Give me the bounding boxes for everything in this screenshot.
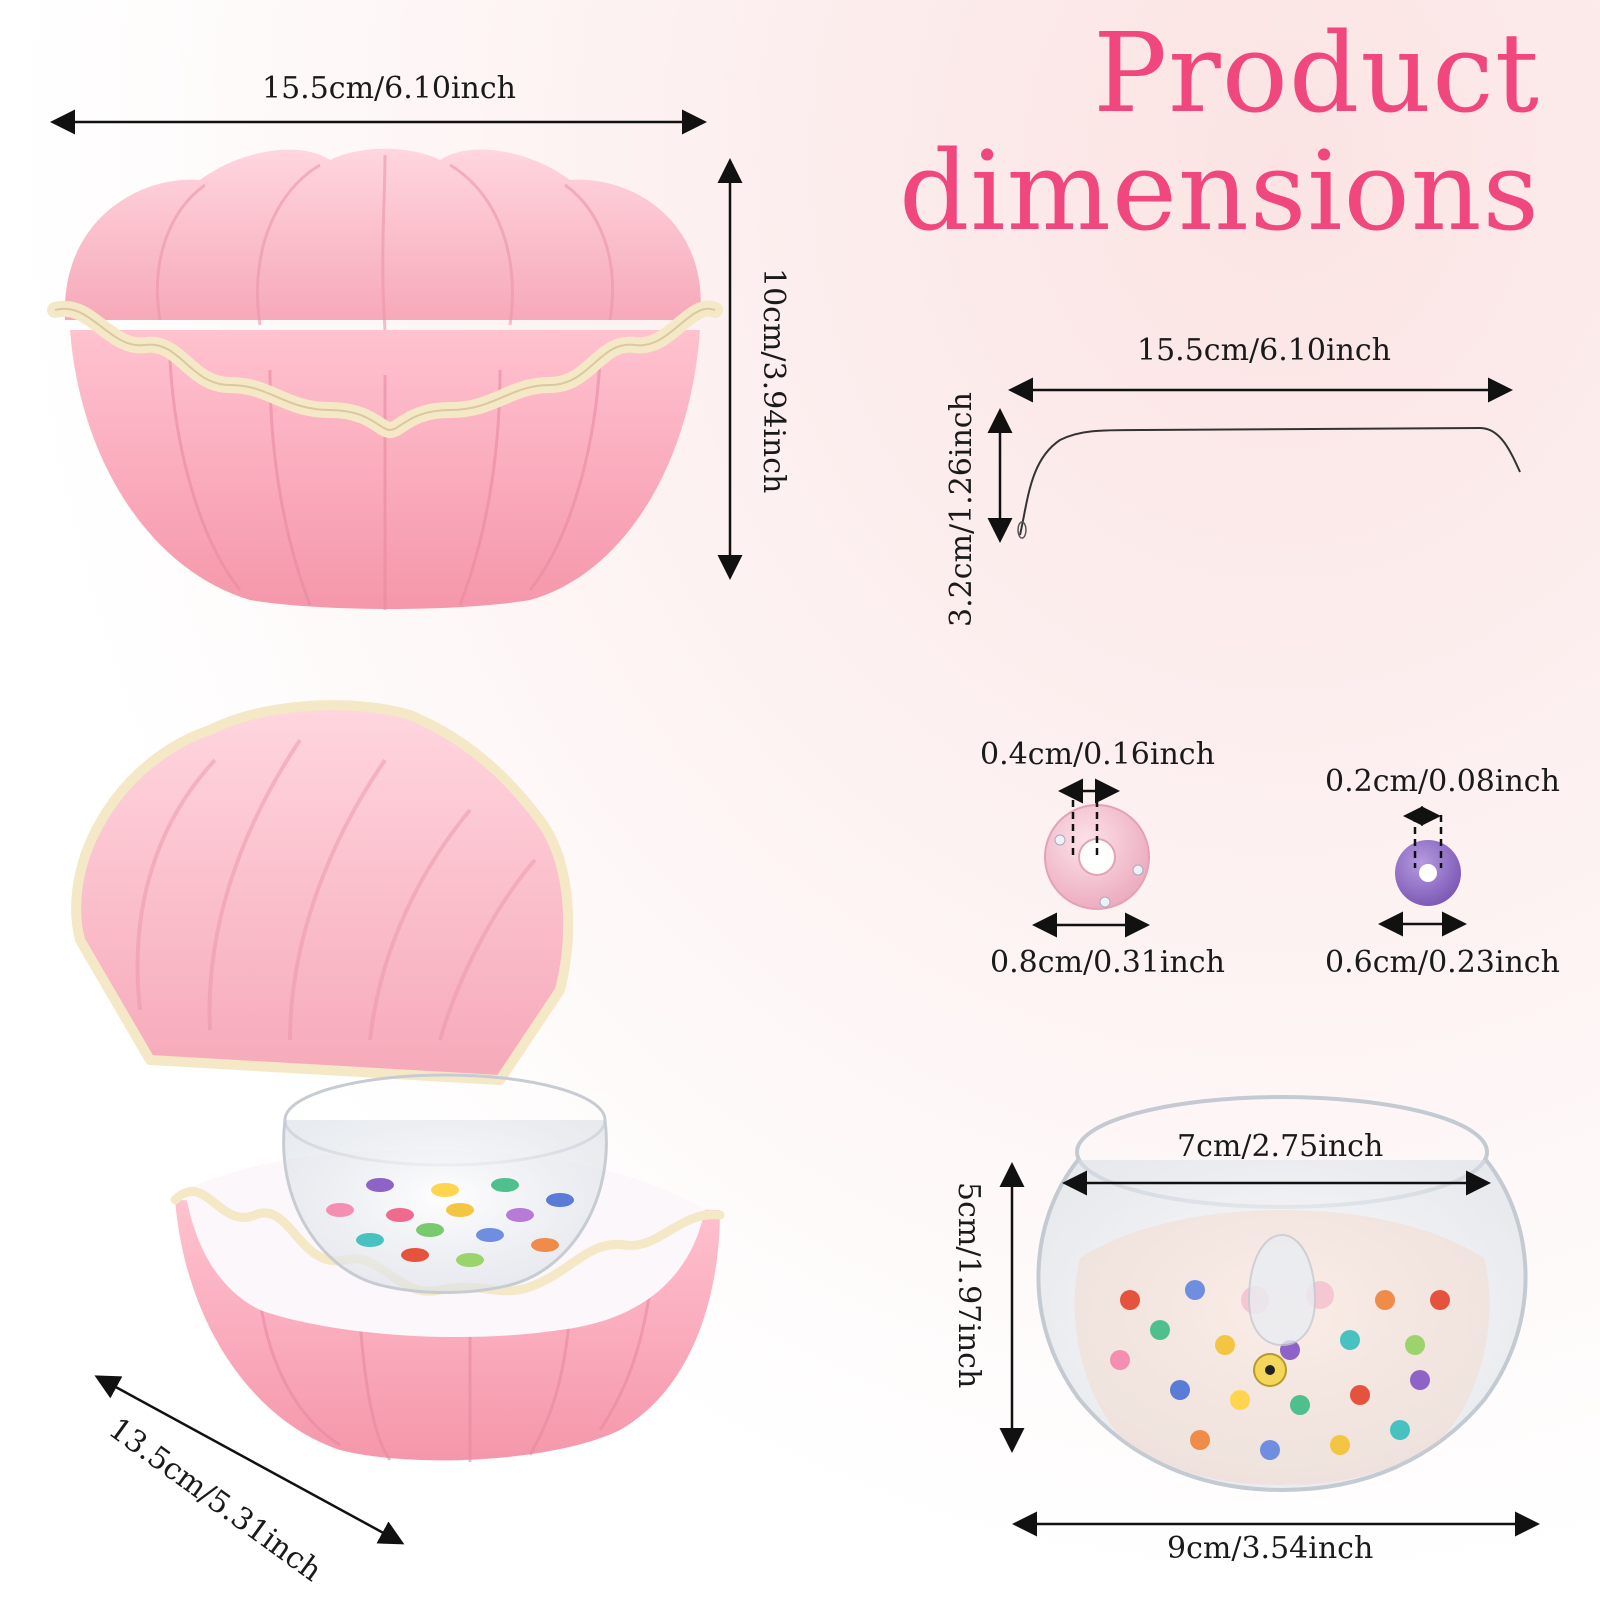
open-depth-arrow xyxy=(94,1375,405,1545)
open-shell-lid xyxy=(71,700,574,1085)
bead-large xyxy=(1044,804,1150,910)
bead-large-hole-label: 0.4cm/0.16inch xyxy=(980,737,1215,772)
bead-bowl-beads xyxy=(1110,1233,1450,1460)
wire-loop xyxy=(1017,521,1027,539)
bowl-height-label: 5cm/1.97inch xyxy=(951,1182,986,1389)
bowl-outer-label: 9cm/3.54inch xyxy=(1167,1531,1374,1566)
bead-small xyxy=(1395,840,1461,906)
page-title: Product dimensions xyxy=(899,14,1540,250)
wire-height-label: 3.2cm/1.26inch xyxy=(944,392,979,627)
bead-large-outer-label: 0.8cm/0.31inch xyxy=(990,945,1225,980)
closed-shell-rim-edge xyxy=(54,307,716,432)
wire xyxy=(1019,426,1521,536)
closed-shell xyxy=(47,148,723,610)
closed-shell-lid-ribs xyxy=(155,154,615,331)
page-title-line-2: dimensions xyxy=(899,127,1540,255)
bead-small-outer-label: 0.6cm/0.23inch xyxy=(1325,945,1560,980)
open-shell-bowl-beads xyxy=(326,1178,574,1267)
open-shell-bowl xyxy=(282,1119,608,1294)
wire-length-label: 15.5cm/6.10inch xyxy=(1137,333,1391,368)
shell-width-label: 15.5cm/6.10inch xyxy=(262,71,516,106)
shell-height-label: 10cm/3.94inch xyxy=(756,268,791,494)
open-shell-lid-ribs xyxy=(135,738,537,1041)
page-title-line-1: Product xyxy=(1093,9,1540,137)
bead-small-hole-label: 0.2cm/0.08inch xyxy=(1325,764,1560,799)
closed-shell-base-ribs xyxy=(168,359,602,610)
bowl-inner-label: 7cm/2.75inch xyxy=(1177,1129,1384,1164)
open-shell xyxy=(71,700,725,1462)
